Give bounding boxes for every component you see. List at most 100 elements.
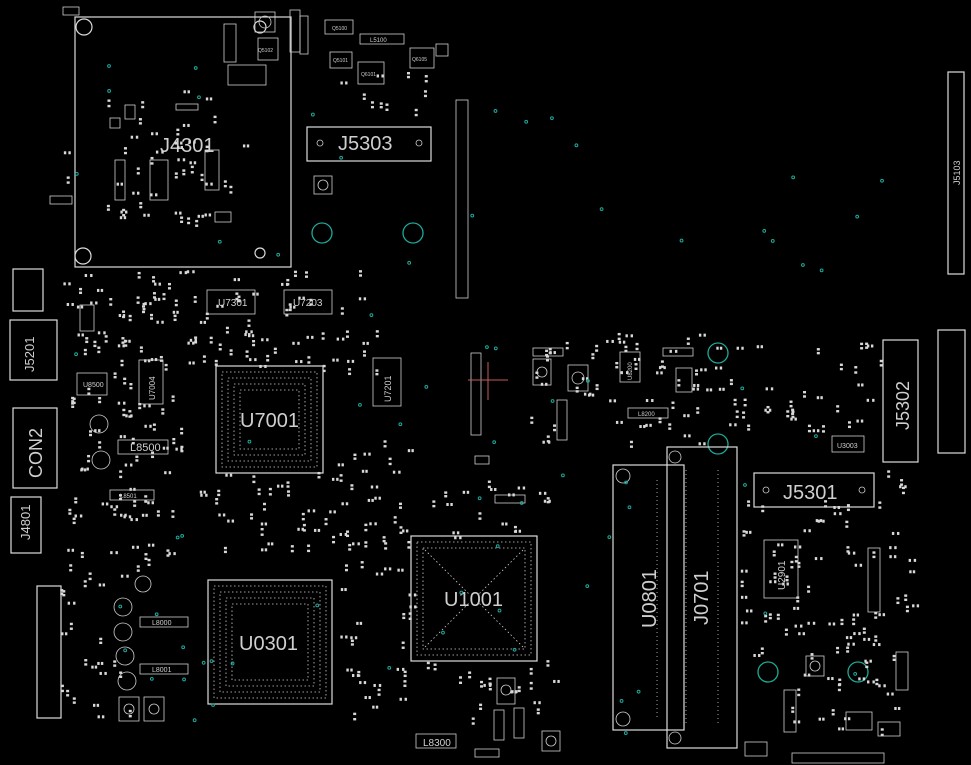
smd-component [159, 355, 163, 362]
label-l5100: L5100 [370, 38, 387, 44]
smd-component [174, 141, 183, 145]
smd-component [96, 288, 104, 292]
smd-component [337, 463, 344, 467]
smd-component [286, 481, 290, 488]
via [154, 612, 159, 617]
smd-component [407, 540, 411, 549]
smd-component [141, 101, 145, 109]
smd-component [304, 271, 308, 278]
smd-component [735, 410, 739, 419]
smd-component [836, 405, 840, 413]
smd-component [375, 369, 379, 376]
smd-component [260, 528, 264, 536]
smd-component [150, 156, 154, 165]
via [424, 385, 429, 389]
smd-component [340, 81, 348, 85]
smd-component [141, 513, 148, 517]
smd-component [154, 297, 161, 301]
smd-component [247, 319, 251, 327]
smd-component [109, 298, 113, 306]
via [636, 689, 641, 694]
via [441, 630, 445, 635]
smd-component [879, 359, 883, 367]
smd-component [152, 292, 156, 299]
smd-component [142, 302, 146, 311]
smd-component [175, 447, 183, 451]
smd-component [302, 523, 306, 532]
j0701-socket [666, 446, 738, 749]
smd-component [143, 404, 151, 408]
via [855, 214, 860, 219]
smd-component [529, 681, 533, 690]
u7001-bga [215, 365, 324, 474]
smd-component [150, 358, 158, 362]
label-j5302: J5302 [893, 381, 913, 430]
smd-component [156, 510, 160, 517]
smd-component [852, 613, 860, 617]
via [524, 119, 529, 124]
smd-component [840, 618, 844, 626]
smd-component [77, 333, 84, 337]
smd-component [844, 717, 851, 721]
smd-component [84, 659, 88, 666]
smd-component [161, 408, 165, 415]
via [230, 661, 235, 666]
smd-component [865, 661, 869, 669]
smd-component [373, 683, 382, 687]
smd-component [773, 572, 777, 579]
smd-component [625, 334, 633, 338]
smd-component [85, 337, 89, 344]
smd-component [765, 387, 774, 391]
smd-component [199, 320, 207, 324]
smd-component [346, 530, 350, 538]
smd-component [533, 701, 541, 705]
smd-component [543, 499, 551, 503]
smd-component [188, 361, 195, 365]
label-l8300: L8300 [423, 738, 451, 749]
smd-component [896, 597, 900, 605]
smd-component [408, 593, 417, 597]
smd-component [197, 214, 204, 218]
smd-component [229, 349, 233, 356]
smd-component [511, 690, 518, 694]
smd-component [152, 423, 156, 431]
smd-component [94, 429, 101, 433]
smd-component [847, 551, 856, 555]
smd-component [591, 353, 595, 360]
smd-component [147, 558, 151, 567]
smd-component [87, 454, 91, 463]
u1001-bga [410, 535, 538, 662]
smd-component [468, 671, 472, 679]
smd-component [136, 565, 140, 572]
smd-component [696, 407, 700, 414]
via [512, 647, 517, 652]
smd-component [252, 475, 256, 484]
via [315, 603, 320, 608]
smd-component [97, 331, 106, 335]
smd-component [740, 580, 744, 588]
smd-component [98, 397, 102, 404]
smd-component [858, 677, 866, 681]
smd-component [262, 502, 266, 511]
smd-component [814, 557, 823, 561]
smd-component [784, 628, 788, 636]
smd-component [847, 421, 851, 429]
smd-component [797, 688, 801, 697]
via [763, 611, 768, 616]
smd-component [718, 387, 725, 391]
smd-component [60, 684, 64, 693]
smd-component [740, 595, 748, 599]
smd-component [350, 484, 354, 491]
smd-component [218, 513, 226, 517]
smd-component [818, 717, 825, 721]
smd-component [80, 551, 84, 559]
smd-component [91, 665, 98, 669]
label-l8001: L8001 [152, 667, 172, 674]
smd-component [113, 372, 117, 379]
smd-component [471, 717, 475, 725]
smd-component [98, 441, 102, 449]
smd-component [68, 508, 72, 515]
smd-component [742, 411, 746, 419]
smd-component [353, 712, 357, 721]
smd-component [83, 348, 87, 356]
